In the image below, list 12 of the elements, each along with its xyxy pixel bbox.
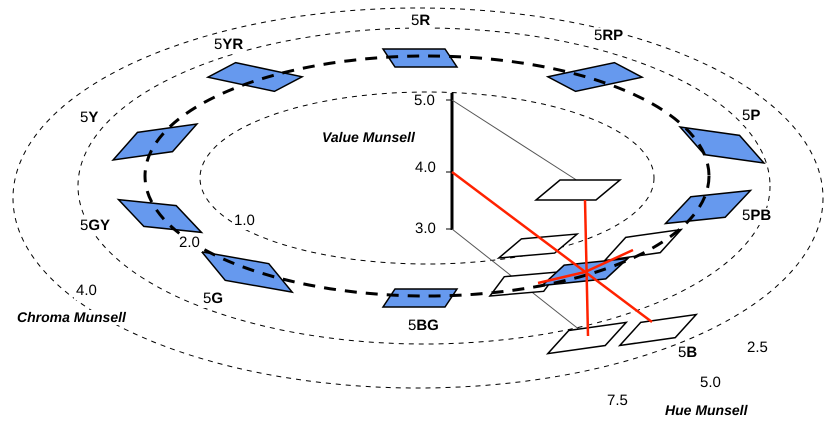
hue-label: 5YR bbox=[212, 37, 246, 54]
axis-title: Value Munsell bbox=[320, 130, 417, 146]
axis-title: Chroma Munsell bbox=[15, 310, 128, 326]
hue-label: 5PB bbox=[740, 208, 774, 224]
hue-label: 5P bbox=[740, 108, 762, 124]
chroma-label: 2.0 bbox=[177, 235, 202, 252]
chroma-label: 1.0 bbox=[232, 213, 257, 230]
hue-label: 5R bbox=[409, 13, 432, 30]
axis-title: Hue Munsell bbox=[663, 403, 750, 418]
hue-label: 5GY bbox=[78, 218, 112, 234]
hue-label: 5G bbox=[201, 291, 226, 308]
chroma-label: 4.0 bbox=[74, 283, 99, 300]
